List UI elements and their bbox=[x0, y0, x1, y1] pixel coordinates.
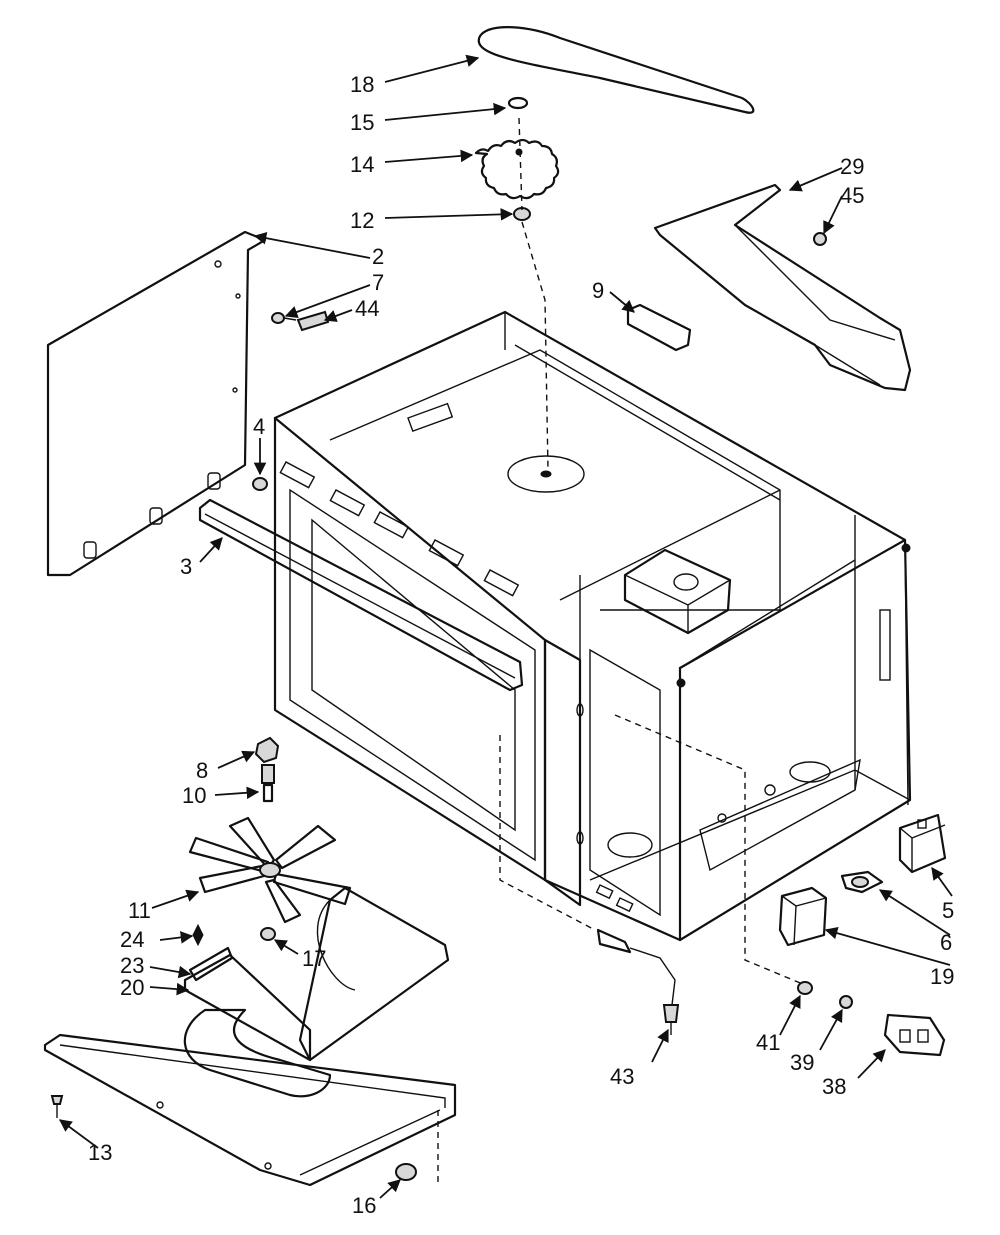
callout-6: 6 bbox=[940, 930, 952, 955]
part-11-fan bbox=[188, 816, 352, 924]
part-19-relay bbox=[778, 886, 828, 947]
part-29-bracket bbox=[653, 183, 912, 392]
part-45-screw bbox=[813, 232, 827, 246]
callout-38: 38 bbox=[822, 1074, 846, 1099]
part-16-foot bbox=[395, 1110, 439, 1185]
callout-20: 20 bbox=[120, 975, 144, 1000]
callout-24: 24 bbox=[120, 927, 144, 952]
callout-10: 10 bbox=[182, 783, 206, 808]
part-6-thermal-fuse bbox=[840, 870, 884, 894]
callout-39: 39 bbox=[790, 1050, 814, 1075]
callout-43: 43 bbox=[610, 1064, 634, 1089]
part-2-side-panel bbox=[46, 230, 267, 577]
part-13-screw bbox=[50, 1095, 64, 1118]
part-7-screw bbox=[271, 312, 297, 324]
callout-2: 2 bbox=[372, 244, 384, 269]
part-44-clip bbox=[296, 310, 330, 332]
callout-9: 9 bbox=[592, 278, 604, 303]
part-9-block bbox=[626, 303, 692, 352]
part-39-washer bbox=[839, 995, 853, 1009]
callout-5: 5 bbox=[942, 898, 954, 923]
callout-45: 45 bbox=[840, 183, 864, 208]
part-23-bracket bbox=[188, 946, 234, 982]
oven-cabinet bbox=[273, 310, 912, 942]
callout-17: 17 bbox=[302, 946, 326, 971]
callout-3: 3 bbox=[180, 554, 192, 579]
part-38-terminal bbox=[883, 1013, 946, 1057]
part-14-stirrer bbox=[474, 138, 560, 200]
part-8-nut bbox=[254, 736, 280, 764]
wiring-path bbox=[499, 735, 596, 931]
callout-8: 8 bbox=[196, 758, 208, 783]
callout-19: 19 bbox=[930, 964, 954, 989]
part-4-nut bbox=[252, 477, 268, 491]
callout-4: 4 bbox=[253, 414, 265, 439]
callout-13: 13 bbox=[88, 1140, 112, 1165]
callout-44: 44 bbox=[355, 296, 379, 321]
part-5-switch bbox=[898, 813, 947, 874]
callout-12: 12 bbox=[350, 208, 374, 233]
callout-11: 11 bbox=[128, 898, 151, 923]
part-13-base-plate bbox=[43, 1033, 457, 1187]
callout-29: 29 bbox=[840, 154, 864, 179]
part-18-belt bbox=[477, 26, 755, 114]
part-43-probe bbox=[596, 928, 680, 1035]
callout-7: 7 bbox=[372, 270, 384, 295]
callout-18: 18 bbox=[350, 72, 374, 97]
part-3-hinge-strip bbox=[198, 498, 524, 692]
callout-15: 15 bbox=[350, 110, 374, 135]
part-41-nut bbox=[797, 981, 813, 995]
part-20-fan-shroud bbox=[183, 886, 450, 1098]
leader-lines bbox=[58, 54, 953, 1199]
part-24-washer bbox=[192, 923, 204, 947]
callout-14: 14 bbox=[350, 152, 374, 177]
part-17-nut bbox=[260, 927, 276, 941]
callout-23: 23 bbox=[120, 953, 144, 978]
part-15-clip bbox=[507, 96, 529, 110]
wiring-path-2 bbox=[614, 714, 806, 986]
part-10-shaft bbox=[261, 764, 275, 803]
callout-41: 41 bbox=[756, 1030, 780, 1055]
callout-16: 16 bbox=[352, 1193, 376, 1218]
assembly-axis bbox=[518, 117, 549, 471]
